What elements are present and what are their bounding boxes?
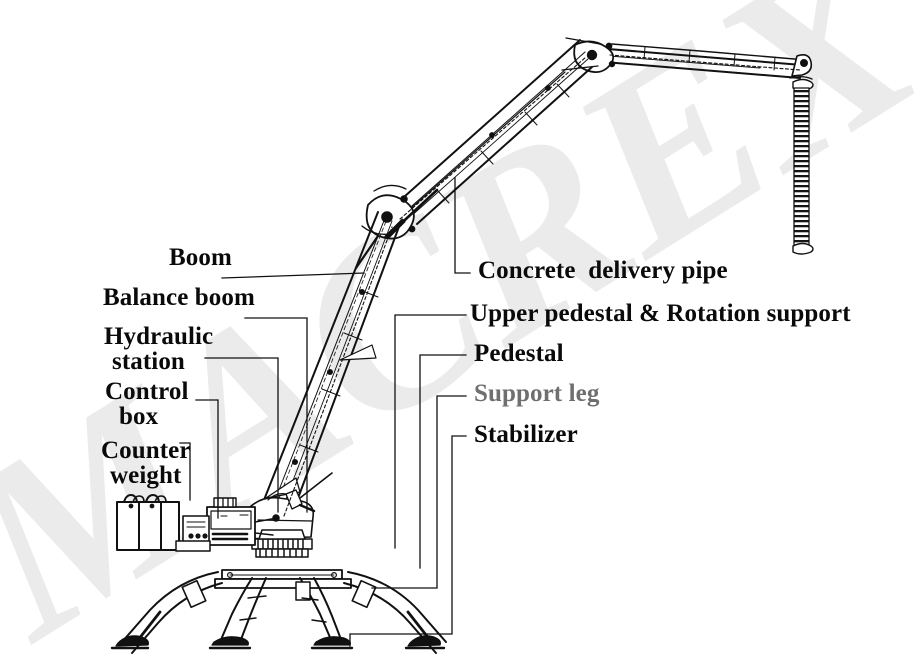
leader-pedestal [419, 354, 467, 569]
concrete-delivery-pipe [283, 54, 801, 517]
label-counter-weight-line2: weight [110, 462, 182, 489]
leader-support-leg [371, 395, 467, 589]
support-leg-inner-left [211, 577, 267, 646]
boom-section-1 [261, 211, 401, 518]
support-leg-outer-left [115, 571, 223, 654]
counter-weight [116, 494, 211, 552]
boom-elbow-upper [561, 37, 616, 74]
leader-control-box [195, 399, 219, 519]
label-boom: Boom [169, 244, 232, 271]
label-support-leg: Support leg [474, 380, 600, 407]
support-leg-outer-right [343, 571, 447, 654]
leader-balance-boom [244, 317, 308, 513]
hydraulic-station [206, 497, 278, 546]
leader-upper-pedestal [394, 314, 467, 549]
leader-hydraulic-station [204, 357, 279, 513]
leader-counter-weight [179, 442, 191, 501]
boom-section-2 [394, 39, 593, 225]
label-concrete-delivery-pipe: Concrete delivery pipe [478, 257, 728, 284]
label-control-box-line1: Control [105, 378, 189, 405]
label-control-box-line2: box [119, 403, 159, 430]
label-hydraulic-station-line2: station [112, 348, 185, 375]
control-box [182, 515, 210, 545]
label-counter-weight-line1: Counter [101, 437, 191, 464]
upper-pedestal-rotation-support [244, 489, 316, 540]
support-leg-inner-right [295, 577, 351, 646]
leader-lines [179, 177, 471, 647]
label-hydraulic-station-line1: Hydraulic [104, 323, 214, 350]
pedestal [251, 529, 313, 558]
leader-concrete-delivery-pipe [454, 177, 471, 274]
label-balance-boom: Balance boom [103, 284, 255, 311]
leader-stabilizer [349, 435, 467, 647]
label-upper-pedestal-rotation-support: Upper pedestal & Rotation support [470, 300, 851, 327]
leader-boom [221, 272, 365, 279]
end-hose [792, 78, 814, 255]
label-stabilizer: Stabilizer [474, 421, 578, 448]
boom-section-3 [603, 43, 813, 80]
chassis-frame [214, 569, 352, 589]
label-pedestal: Pedestal [474, 340, 564, 367]
